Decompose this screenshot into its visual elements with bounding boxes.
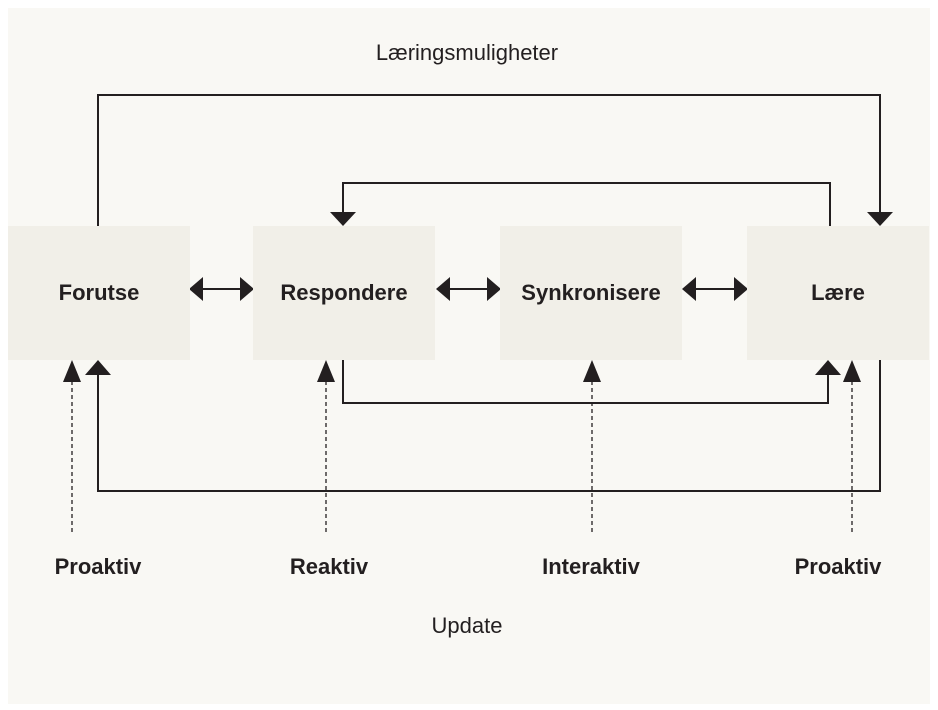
connector-respondere-to-laere-bottom xyxy=(342,360,829,404)
arrowhead-up-forutse-outer xyxy=(85,360,111,375)
mode-label-reaktiv: Reaktiv xyxy=(289,554,369,579)
mode-label-proaktiv-left: Proaktiv xyxy=(54,554,142,579)
bottom-label: Update xyxy=(431,613,503,638)
double-arrow-3-right-head xyxy=(734,277,748,301)
double-arrow-2-left-head xyxy=(436,277,450,301)
arrowhead-up-laere-inner xyxy=(815,360,841,375)
arrowhead-up-dashed-laere xyxy=(843,360,861,382)
box-label: Forutse xyxy=(58,280,140,305)
mode-label-interaktiv: Interaktiv xyxy=(542,554,640,579)
connector-laere-to-respondere-top xyxy=(342,182,831,226)
arrowhead-up-dashed-synkronisere xyxy=(583,360,601,382)
box-synkronisere: Synkronisere xyxy=(500,226,682,360)
arrowhead-up-dashed-respondere xyxy=(317,360,335,382)
connector-laere-to-forutse-bottom xyxy=(97,360,881,492)
box-forutse: Forutse xyxy=(8,226,190,360)
box-label: Respondere xyxy=(280,280,408,305)
connector-forutse-to-laere-top xyxy=(97,94,881,226)
box-respondere: Respondere xyxy=(253,226,435,360)
box-label: Lære xyxy=(811,280,865,305)
box-label: Synkronisere xyxy=(521,280,661,305)
double-arrow-1-left-head xyxy=(189,277,203,301)
arrowhead-up-dashed-forutse xyxy=(63,360,81,382)
arrowhead-down-laere xyxy=(867,212,893,226)
double-arrow-1-right-head xyxy=(240,277,254,301)
top-label: Læringsmuligheter xyxy=(375,40,559,65)
arrowhead-down-respondere xyxy=(330,212,356,226)
double-arrow-2-right-head xyxy=(487,277,501,301)
box-laere: Lære xyxy=(747,226,929,360)
double-arrow-3-left-head xyxy=(682,277,696,301)
mode-label-proaktiv-right: Proaktiv xyxy=(794,554,882,579)
